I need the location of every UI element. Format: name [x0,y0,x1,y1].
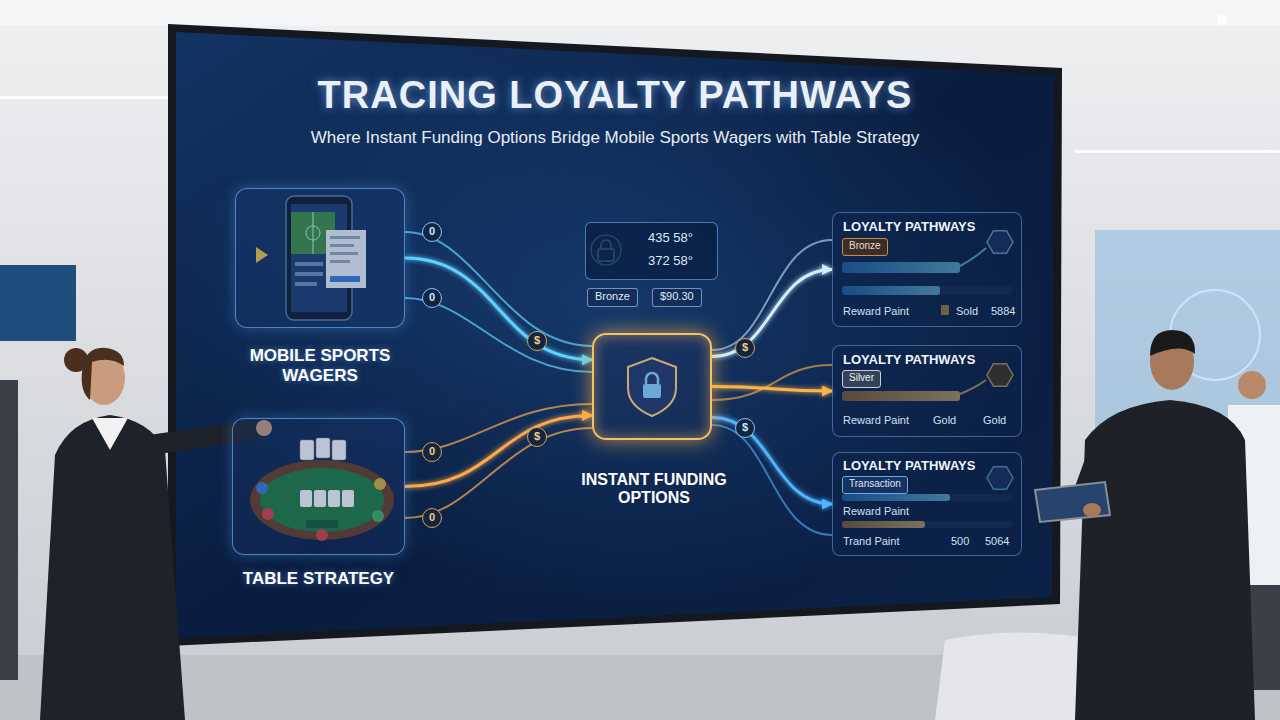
amount-chip: $90.30 [652,288,702,307]
flow-token: $ [735,338,755,358]
flow-token: 0 [422,222,442,242]
man-figure [1035,482,1110,522]
source-card: MOBILE SPORTS WAGERS [235,188,405,328]
reward-label: Reward Paint [843,414,909,427]
background-person [0,380,18,680]
tier-name: Transaction [849,478,901,490]
loyalty-panel: LOYALTY PATHWAYS Reward PaintTrand Paint 5… [832,452,1022,556]
tier-name: Bronze [595,290,630,303]
panel-heading: LOYALTY PATHWAYS [843,353,975,368]
stat-value: 435 58° [648,231,693,246]
woman-figure [40,415,185,720]
flow-token: 0 [422,508,442,528]
background-person [1238,371,1266,399]
flow-token: 0 [422,288,442,308]
source-card: TABLE STRATEGY [232,418,405,555]
woman-figure [82,348,124,400]
ceiling-light [1217,15,1227,25]
display-screen [176,32,1054,638]
ceiling-light [0,0,1280,26]
reward-label: Reward Paint [843,505,909,518]
funding-hub: INSTANT FUNDING OPTIONS [592,333,712,440]
flow-connector [405,415,592,486]
background-screen [0,265,76,341]
connector-group [405,258,832,504]
loyalty-panel: LOYALTY PATHWAYS Reward Paint Sold 5884 Bron… [832,212,1022,327]
trend-label: Trand Paint [843,535,899,548]
points-value: 5064 [985,535,1009,548]
amount-value: $90.30 [660,290,694,303]
tier-pill: Bronze [842,238,888,256]
tier-chip: Bronze [587,288,638,307]
subtitle: Where Instant Funding Options Bridge Mob… [176,128,1054,148]
man-figure [1075,400,1255,720]
man-figure [1035,330,1255,720]
flow-token: $ [735,418,755,438]
flow-glow-line [712,240,832,350]
flow-glow-line [405,428,592,518]
stats-panel: 435 58° 372 58° [585,222,718,280]
display-screen [168,24,1062,646]
tier-name: Silver [849,372,874,384]
panel-heading: LOYALTY PATHWAYS [843,220,975,235]
points-value: 5884 [991,305,1015,318]
flow-glow-line [405,232,592,346]
flow-glow-line [712,425,832,535]
man-figure [1150,330,1195,356]
stat-value: 372 58° [648,254,693,269]
diagram-title: TRACING LOYALTY PATHWAYS [176,74,1054,117]
flow-connector [712,270,832,357]
panel-heading: LOYALTY PATHWAYS [843,459,975,474]
flow-token: 0 [422,442,442,462]
ceiling-light [0,96,168,99]
loyalty-panel: LOYALTY PATHWAYS Reward Paint Gold Gold Silv… [832,345,1022,437]
reward-value: Gold [983,414,1006,427]
flow-token: $ [527,427,547,447]
ceiling-light [1075,150,1280,153]
display-screen [168,24,1062,646]
reward-value: Sold [956,305,978,318]
tier-name: Bronze [849,240,881,252]
card-heading: TABLE STRATEGY [233,569,404,589]
flow-connector [712,418,832,504]
reward-value: Gold [933,414,956,427]
tier-pill: Silver [842,370,881,388]
card-heading: MOBILE SPORTS WAGERS [236,346,404,385]
display-screen [176,32,1054,638]
man-figure [1083,503,1101,517]
flow-glow-line [712,365,832,400]
tier-pill: Transaction [842,476,908,494]
hub-heading: INSTANT FUNDING OPTIONS [574,471,734,508]
flow-token: $ [527,331,547,351]
points-value: 500 [951,535,969,548]
reward-label: Reward Paint [843,305,909,318]
flow-connector [405,258,592,360]
woman-figure [92,418,128,450]
woman-figure [64,348,88,372]
flow-connector [712,387,832,392]
